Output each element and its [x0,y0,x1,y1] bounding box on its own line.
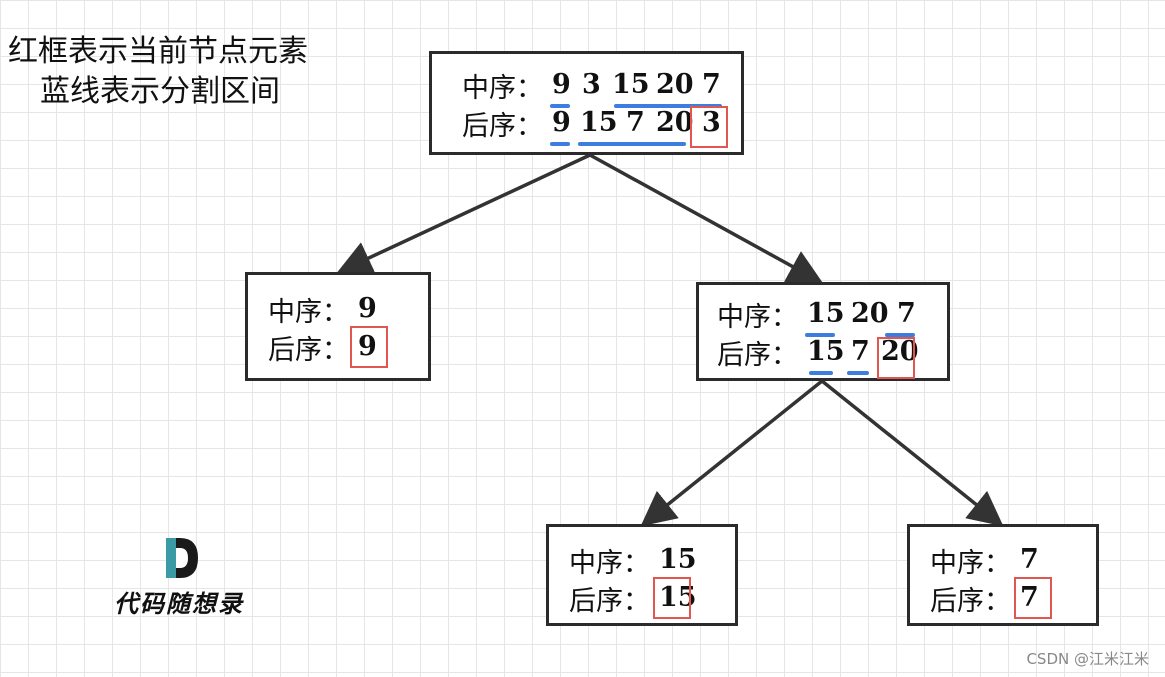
right-inorder-row: 中序： 15 20 7 [717,295,947,337]
right-right-postorder-value-0: 7 [1020,582,1039,613]
logo: 代码随想录 [110,530,260,620]
right-postorder-left-split [809,371,833,375]
inorder-label: 中序： [569,547,650,579]
root-postorder-value-0: 9 [552,107,571,138]
inorder-label: 中序： [268,296,349,328]
root-inorder-value-0: 9 [552,69,571,100]
root-postorder-value-1: 15 [580,107,618,138]
right-right-inorder-row: 中序： 7 [930,541,1095,579]
right-current-node-box [877,337,915,379]
logo-text: 代码随想录 [114,590,244,618]
root-inorder-value-4: 7 [702,69,721,100]
left-postorder-row: 后序： 9 [268,326,428,368]
edge-right-rightleft [640,379,824,527]
node-left: 中序： 9 后序： 9 [245,272,431,381]
edge-right-rightright [820,379,1004,527]
right-postorder-value-1: 7 [851,336,870,367]
postorder-label: 后序： [268,334,349,366]
node-right: 中序： 15 20 7 后序： 15 7 20 [696,282,950,381]
root-inorder-value-3: 20 [656,69,694,100]
inorder-label: 中序： [717,301,798,333]
left-current-node-box [350,326,388,368]
left-inorder-row: 中序： 9 [268,290,428,328]
right-right-current-node-box [1014,577,1052,619]
root-postorder-row: 后序： 9 15 7 20 3 [462,104,742,148]
node-right-right: 中序： 7 后序： 7 [907,524,1099,626]
right-right-postorder-row: 后序： 7 [930,577,1095,619]
inorder-label: 中序： [462,72,543,104]
right-postorder-value-0: 15 [807,336,845,367]
root-inorder-row: 中序： 9 3 15 20 7 [462,66,742,108]
logo-d-icon [166,538,198,578]
root-inorder-value-1: 3 [582,69,601,100]
root-inorder-value-2: 15 [612,69,650,100]
root-current-node-box [690,106,728,148]
root-postorder-value-4: 3 [702,107,721,138]
root-postorder-value-2: 7 [626,107,645,138]
right-inorder-left-split [805,333,835,337]
right-left-postorder-row: 后序： 15 [569,577,734,619]
right-inorder-value-0: 15 [807,298,845,329]
root-postorder-left-split [550,142,570,146]
legend: 红框表示当前节点元素 蓝线表示分割区间 [8,32,308,112]
postorder-label: 后序： [462,110,543,142]
watermark: CSDN @江米江米 [1026,650,1149,668]
root-inorder-left-split [550,104,570,108]
edge-root-right [589,153,824,284]
postorder-label: 后序： [930,585,1011,617]
right-inorder-value-2: 7 [897,298,916,329]
postorder-label: 后序： [717,339,798,371]
right-left-current-node-box [653,577,691,619]
right-left-inorder-row: 中序： 15 [569,541,734,579]
right-right-inorder-value-0: 7 [1020,544,1039,575]
right-left-inorder-value-0: 15 [659,544,697,575]
inorder-label: 中序： [930,547,1011,579]
root-postorder-value-3: 20 [656,107,694,138]
root-postorder-right-split [578,142,686,146]
root-inorder-right-split [614,104,722,108]
left-postorder-value-0: 9 [358,331,377,362]
right-postorder-row: 后序： 15 7 20 [717,333,947,379]
legend-split-interval: 蓝线表示分割区间 [40,74,280,109]
left-inorder-value-0: 9 [358,293,377,324]
right-inorder-value-1: 20 [851,298,889,329]
node-root: 中序： 9 3 15 20 7 后序： 9 15 7 20 3 [429,51,744,155]
right-inorder-right-split [885,333,915,337]
legend-current-node: 红框表示当前节点元素 [8,34,308,69]
edge-root-left [336,153,591,275]
postorder-label: 后序： [569,585,650,617]
right-postorder-value-2: 20 [881,336,919,367]
right-postorder-right-split [847,371,869,375]
node-right-left: 中序： 15 后序： 15 [546,524,738,626]
